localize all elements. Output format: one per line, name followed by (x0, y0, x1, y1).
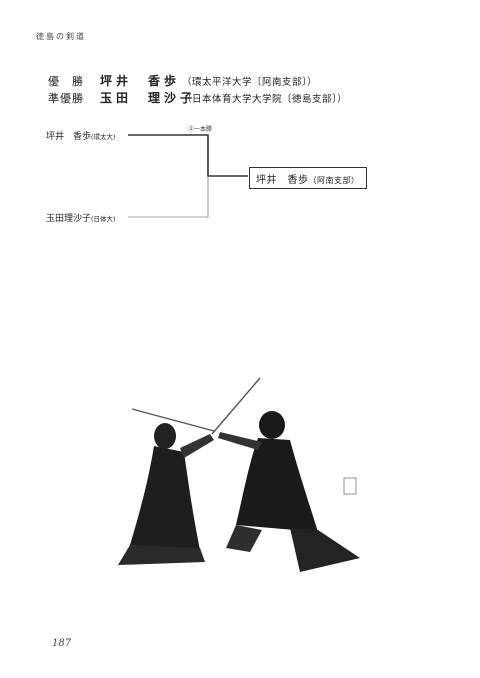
bracket-player-2-school: (日体大) (91, 215, 116, 223)
winner-row: 優 勝 坪井 香歩（環太平洋大学〔阿南支部〕） (48, 72, 317, 89)
runner-up-affiliation: （日本体育大学大学院〔徳島支部〕） (182, 94, 348, 105)
winner-name: 坪井 香歩 (100, 74, 181, 88)
winner-path (128, 134, 248, 177)
bracket-player-2: 玉田理沙子(日体大) (46, 211, 116, 224)
winner-affiliation: （環太平洋大学〔阿南支部〕） (182, 77, 318, 88)
artist-seal (343, 477, 357, 495)
left-fencer (118, 423, 214, 565)
champion-box: 坪井 香歩（阿南支部） (249, 167, 367, 189)
shinai-left (131, 408, 215, 432)
runner-up-role: 準優勝 (48, 92, 84, 105)
right-fencer (218, 411, 360, 572)
shinai-right (211, 377, 261, 435)
runner-up-row: 準優勝 玉田 理沙子（日本体育大学大学院〔徳島支部〕） (48, 89, 347, 106)
bracket-player-1-school: (環太大) (91, 133, 116, 141)
bracket-player-1: 坪井 香歩(環太大) (46, 129, 116, 142)
bracket-player-2-name: 玉田理沙子 (46, 214, 92, 224)
bracket-player-1-name: 坪井 香歩 (46, 132, 92, 142)
runner-up-path (128, 176, 209, 218)
page-number: 187 (52, 638, 72, 649)
champion-branch: （阿南支部） (308, 176, 360, 185)
running-header: 徳島の剣道 (36, 32, 86, 41)
winner-role: 優 勝 (48, 75, 84, 88)
runner-up-name: 玉田 理沙子 (100, 91, 197, 105)
champion-name: 坪井 香歩 (256, 175, 309, 186)
match-score: ②一本勝 (188, 126, 213, 133)
